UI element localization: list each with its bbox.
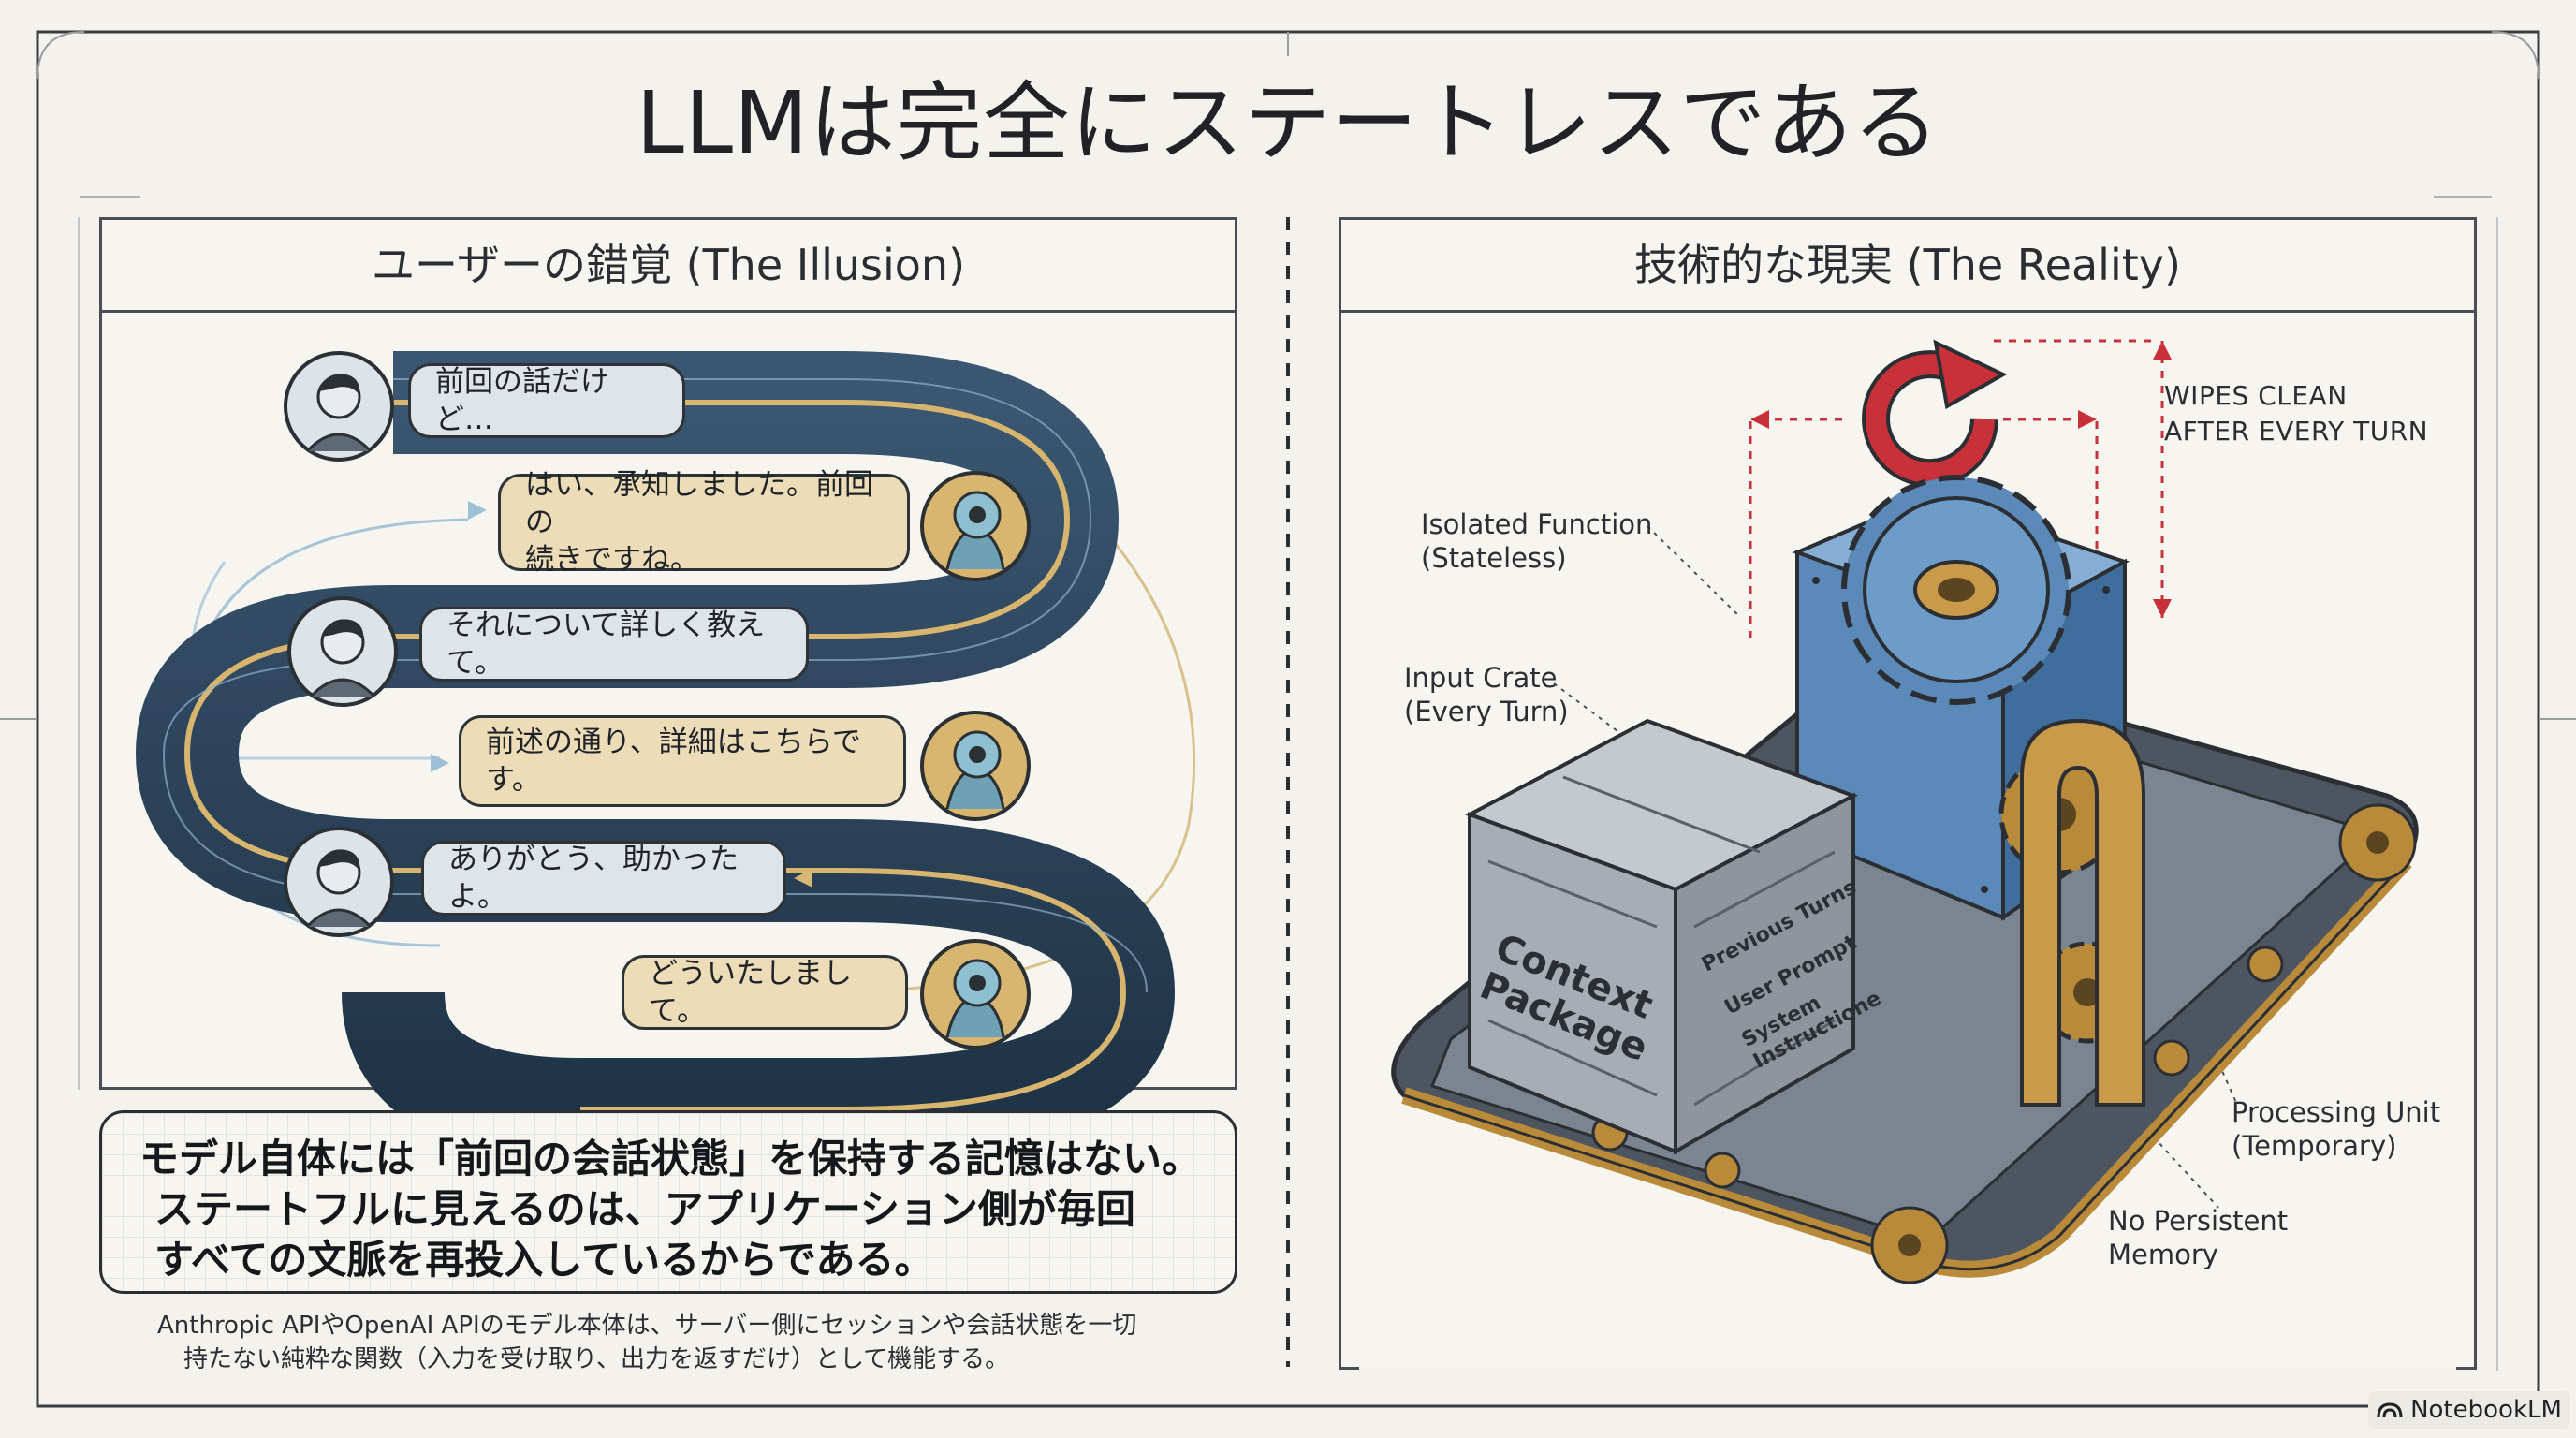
page-title: LLMは完全にステートレスである	[636, 73, 1940, 173]
user-avatar-icon	[284, 351, 394, 462]
summary-box: モデル自体には「前回の会話状態」を保持する記憶はない。 ステートフルに見えるのは…	[99, 1110, 1237, 1294]
illusion-panel-header: ユーザーの錯覚 (The Illusion)	[102, 220, 1235, 313]
ai-avatar-icon	[920, 471, 1031, 581]
refresh-cycle-icon	[1862, 339, 2008, 488]
chat-bubble-ai: 前述の通り、詳細はこちらです。	[459, 715, 906, 807]
notebooklm-logo-icon	[2377, 1402, 2403, 1418]
isolated-function-label: Isolated Function (Stateless)	[1421, 508, 1653, 574]
ai-avatar-icon	[920, 711, 1031, 821]
reality-panel-header: 技術的な現実 (The Reality)	[1341, 220, 2474, 313]
user-avatar-icon	[287, 596, 398, 707]
reality-panel-bottom-corner	[1339, 1348, 1359, 1370]
footnote: Anthropic APIやOpenAI APIのモデル本体は、サーバー側にセッ…	[157, 1312, 1137, 1373]
chat-bubble-ai: はい、承知しました。前回の 続きですね。	[498, 468, 910, 577]
processing-machine-illustration	[1391, 339, 2419, 1284]
notebooklm-badge: NotebookLM	[2368, 1391, 2570, 1429]
summary-line: ステートフルに見えるのは、アプリケーション側が毎回	[154, 1186, 1135, 1232]
chat-bubble-user: 前回の話だけど…	[408, 363, 685, 438]
no-persistent-memory-label: No Persistent Memory	[2108, 1205, 2289, 1270]
processing-unit-label: Processing Unit (Temporary)	[2232, 1096, 2441, 1162]
ai-avatar-icon	[920, 939, 1031, 1049]
input-crate-label: Input Crate (Every Turn)	[1404, 662, 1569, 727]
wipes-clean-label: WIPES CLEAN AFTER EVERY TURN	[2164, 380, 2429, 447]
chat-bubble-user: それについて詳しく教えて。	[419, 607, 809, 682]
chat-bubble-ai: どういたしまして。	[622, 955, 908, 1030]
user-avatar-icon	[284, 827, 394, 937]
summary-line: モデル自体には「前回の会話状態」を保持する記憶はない。	[139, 1136, 1202, 1181]
reality-panel-bottom-corner	[2456, 1348, 2477, 1370]
summary-line: すべての文脈を再投入しているからである。	[154, 1237, 934, 1283]
chat-bubble-user: ありがとう、助かったよ。	[421, 841, 786, 916]
gear-icon	[1841, 475, 2071, 705]
